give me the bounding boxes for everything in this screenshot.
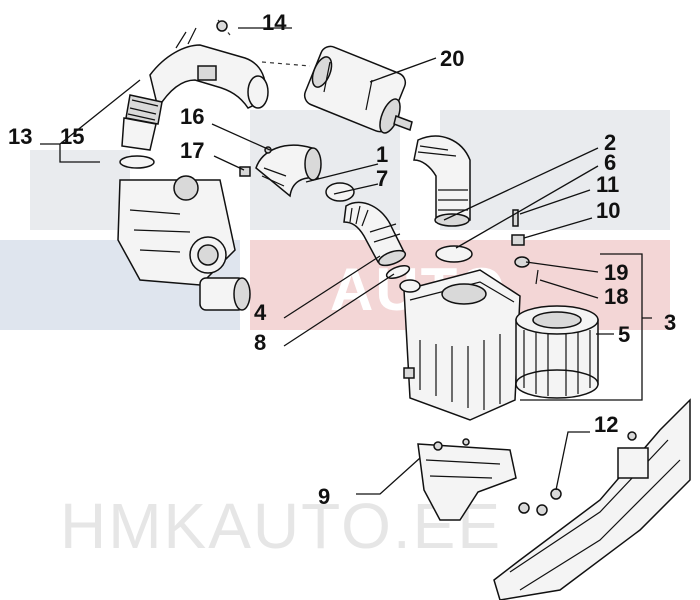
callout-17: 17 <box>180 138 204 163</box>
callout-1: 1 <box>376 142 388 167</box>
callout-18: 18 <box>604 284 628 309</box>
intercooler-pipe-20 <box>303 45 413 134</box>
leader-17 <box>213 155 245 171</box>
leader-9 <box>356 457 421 495</box>
leader-12 <box>555 431 590 491</box>
dashed-connector-20 <box>261 61 311 67</box>
clamp-ring-15 <box>119 155 155 169</box>
callout-19: 19 <box>604 260 628 285</box>
callout-15: 15 <box>60 124 84 149</box>
callout-4: 4 <box>254 300 267 325</box>
callout-12: 12 <box>594 412 618 437</box>
callout-5: 5 <box>618 322 630 347</box>
bracket-9 <box>417 438 517 521</box>
leader-19 <box>525 261 599 273</box>
watermark-logo: AUTO <box>0 110 670 330</box>
logo-block-h <box>30 150 130 230</box>
leader-2 <box>443 147 599 221</box>
air-filter-5 <box>515 305 599 399</box>
turbocharger <box>117 175 251 311</box>
callout-14: 14 <box>262 10 287 35</box>
callout-3: 3 <box>664 310 676 335</box>
chassis-rail <box>493 398 691 600</box>
fitting-17 <box>239 166 251 177</box>
callout-8: 8 <box>254 330 266 355</box>
watermark-text: HMKAUTO.EE <box>60 490 502 562</box>
leader-4 <box>283 255 381 319</box>
leader-16 <box>211 123 271 151</box>
callout-20: 20 <box>440 46 464 71</box>
callout-2: 2 <box>604 130 616 155</box>
logo-block-k <box>440 110 670 230</box>
pin-18 <box>535 269 539 285</box>
nuts-12 <box>518 488 562 516</box>
gasket-6 <box>435 245 473 263</box>
leader-10 <box>523 217 593 239</box>
leader-8 <box>283 273 395 347</box>
leader-lines <box>40 27 652 495</box>
airbox-housing-3 <box>399 269 521 421</box>
leader-13-15 <box>40 79 141 163</box>
callout-9: 9 <box>318 484 330 509</box>
hose-2 <box>413 135 471 227</box>
leader-11 <box>519 189 591 215</box>
hose-4 <box>343 201 407 267</box>
leader-7 <box>333 183 379 195</box>
leader-3-bracket <box>520 253 652 401</box>
callout-7: 7 <box>376 166 388 191</box>
leader-18 <box>539 279 599 299</box>
intake-pipe-13 <box>121 20 269 151</box>
callout-labels: 14 20 13 15 16 17 1 7 2 6 11 10 19 18 3 … <box>8 10 676 509</box>
leader-6 <box>455 165 599 249</box>
bolt-11 <box>512 209 519 227</box>
callout-10: 10 <box>596 198 620 223</box>
leader-1 <box>305 163 379 183</box>
callout-6: 6 <box>604 150 616 175</box>
callout-11: 11 <box>596 172 619 197</box>
sensor-clip <box>197 65 217 81</box>
callout-16: 16 <box>180 104 204 129</box>
leader-20 <box>369 57 437 83</box>
grommet-10 <box>511 234 525 246</box>
callout-13: 13 <box>8 124 32 149</box>
bolt-14 <box>216 20 228 32</box>
